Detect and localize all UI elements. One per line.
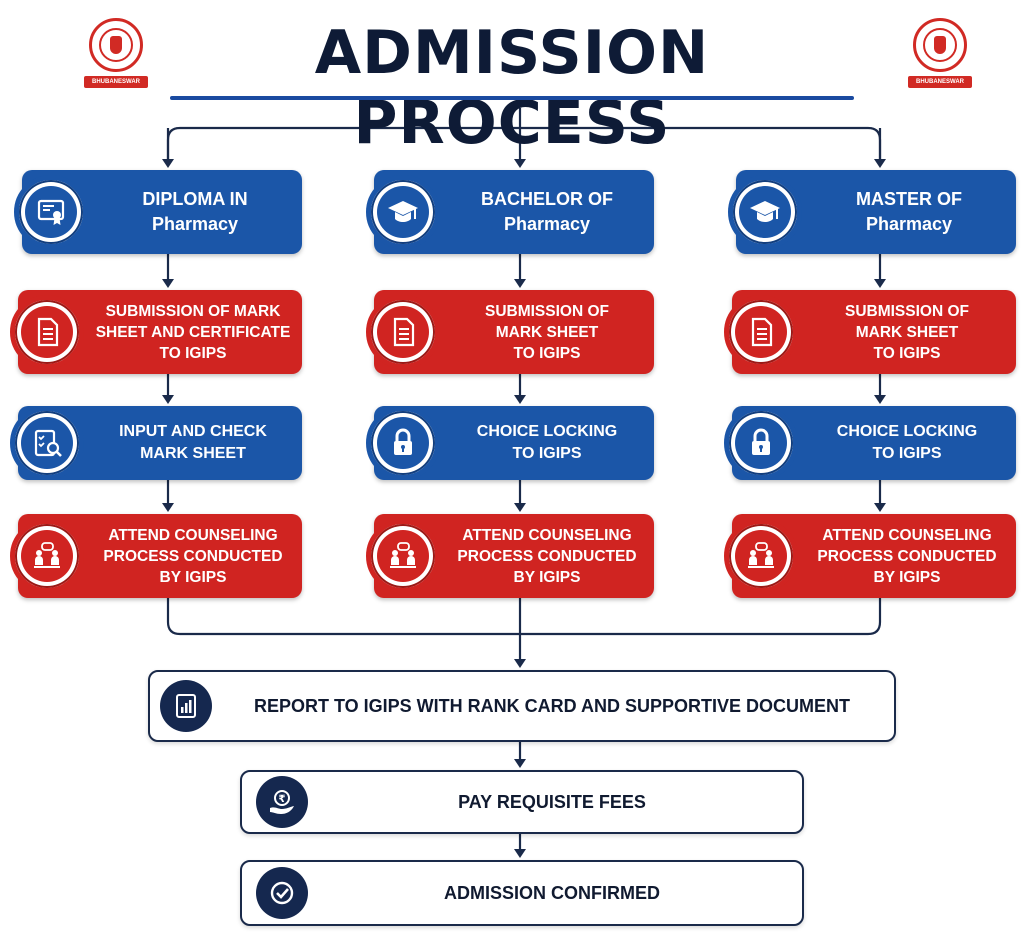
lock-icon: [394, 428, 412, 455]
counseling-icon: [748, 542, 774, 568]
step-label: SUBMISSION OF MARK SHEET TO IGIPS: [484, 302, 609, 362]
document-icon: [751, 317, 773, 347]
step-label: ATTEND COUNSELING PROCESS CONDUCTED BY I…: [457, 526, 637, 586]
program-icon-badge: [366, 175, 440, 249]
page-title: ADMISSION PROCESS: [314, 18, 710, 158]
step-icon-badge: [724, 295, 798, 369]
arrowhead: [162, 395, 174, 404]
step-icon-badge: [366, 406, 440, 480]
svg-text:₹: ₹: [279, 794, 286, 805]
connector-line: [166, 598, 882, 636]
arrowhead: [874, 503, 886, 512]
document-icon: [393, 317, 415, 347]
step-report-to-igips: REPORT TO IGIPS WITH RANK CARD AND SUPPO…: [148, 670, 896, 742]
step-label: SUBMISSION OF MARK SHEET AND CERTIFICATE…: [95, 302, 291, 362]
program-icon-badge: [14, 175, 88, 249]
step-input-check-marksheet: INPUT AND CHECK MARK SHEET: [10, 406, 302, 480]
arrowhead: [162, 159, 174, 168]
step-icon-badge: [160, 680, 212, 732]
step-choice-locking-bachelor: CHOICE LOCKING TO IGIPS: [366, 406, 654, 480]
step-icon-badge: [366, 295, 440, 369]
step-label: REPORT TO IGIPS WITH RANK CARD AND SUPPO…: [253, 695, 851, 716]
step-attend-counseling-diploma: ATTEND COUNSELING PROCESS CONDUCTED BY I…: [10, 514, 302, 598]
arrowhead: [514, 159, 526, 168]
step-attend-counseling-bachelor: ATTEND COUNSELING PROCESS CONDUCTED BY I…: [366, 514, 654, 598]
step-icon-badge: [724, 519, 798, 593]
certificate-icon: [37, 199, 65, 225]
arrowhead: [162, 279, 174, 288]
rupee-hand-icon: ₹: [270, 790, 294, 814]
logo-city: BHUBANESWAR: [84, 76, 148, 88]
arrowhead: [514, 849, 526, 858]
step-label: ATTEND COUNSELING PROCESS CONDUCTED BY I…: [103, 526, 283, 586]
arrowhead: [514, 503, 526, 512]
step-pay-fees: ₹ PAY REQUISITE FEES: [240, 770, 804, 834]
institute-logo-left: BHUBANESWAR: [84, 18, 148, 96]
program-master: MASTER OF Pharmacy: [728, 170, 1016, 254]
step-label: SUBMISSION OF MARK SHEET TO IGIPS: [844, 302, 969, 362]
arrowhead: [514, 279, 526, 288]
step-admission-confirmed: ADMISSION CONFIRMED: [240, 860, 804, 926]
step-submit-marksheet-bachelor: SUBMISSION OF MARK SHEET TO IGIPS: [366, 290, 654, 374]
program-diploma: DIPLOMA IN Pharmacy: [14, 170, 302, 254]
step-label: ADMISSION CONFIRMED: [444, 882, 660, 903]
arrowhead: [874, 395, 886, 404]
step-icon-badge: [10, 519, 84, 593]
step-label: ATTEND COUNSELING PROCESS CONDUCTED BY I…: [817, 526, 997, 586]
step-label: CHOICE LOCKING TO IGIPS: [836, 423, 978, 462]
counseling-icon: [34, 542, 60, 568]
step-icon-badge: [366, 519, 440, 593]
graduation-cap-icon: [750, 201, 780, 222]
arrowhead: [514, 759, 526, 768]
checklist-magnifier-icon: [34, 429, 62, 457]
step-submit-marksheet-master: SUBMISSION OF MARK SHEET TO IGIPS: [724, 290, 1016, 374]
program-bachelor: BACHELOR OF Pharmacy: [366, 170, 654, 254]
step-label: PAY REQUISITE FEES: [458, 791, 646, 812]
step-submit-marksheet-diploma: SUBMISSION OF MARK SHEET AND CERTIFICATE…: [10, 290, 302, 374]
arrowhead: [874, 159, 886, 168]
lock-icon: [752, 428, 770, 455]
seal-icon: [913, 18, 967, 72]
logo-city: BHUBANESWAR: [908, 76, 972, 88]
title-underline: [170, 96, 854, 100]
graduation-cap-icon: [388, 201, 418, 222]
arrowhead: [514, 395, 526, 404]
step-icon-badge: [256, 867, 308, 919]
program-label: BACHELOR OF Pharmacy: [481, 189, 613, 234]
arrowhead: [514, 659, 526, 668]
counseling-icon: [390, 542, 416, 568]
institute-logo-right: BHUBANESWAR: [908, 18, 972, 96]
document-icon: [37, 317, 59, 347]
arrowhead: [162, 503, 174, 512]
program-label: DIPLOMA IN Pharmacy: [142, 189, 248, 234]
step-attend-counseling-master: ATTEND COUNSELING PROCESS CONDUCTED BY I…: [724, 514, 1016, 598]
arrowhead: [874, 279, 886, 288]
step-icon-badge: ₹: [256, 776, 308, 828]
step-icon-badge: [10, 295, 84, 369]
step-icon-badge: [10, 406, 84, 480]
step-icon-badge: [724, 406, 798, 480]
program-icon-badge: [728, 175, 802, 249]
step-label: CHOICE LOCKING TO IGIPS: [476, 423, 618, 462]
check-circle-icon: [270, 881, 294, 905]
step-choice-locking-master: CHOICE LOCKING TO IGIPS: [724, 406, 1016, 480]
program-label: MASTER OF Pharmacy: [856, 189, 962, 234]
seal-icon: [89, 18, 143, 72]
report-chart-icon: [176, 694, 196, 718]
step-label: INPUT AND CHECK MARK SHEET: [119, 423, 267, 462]
